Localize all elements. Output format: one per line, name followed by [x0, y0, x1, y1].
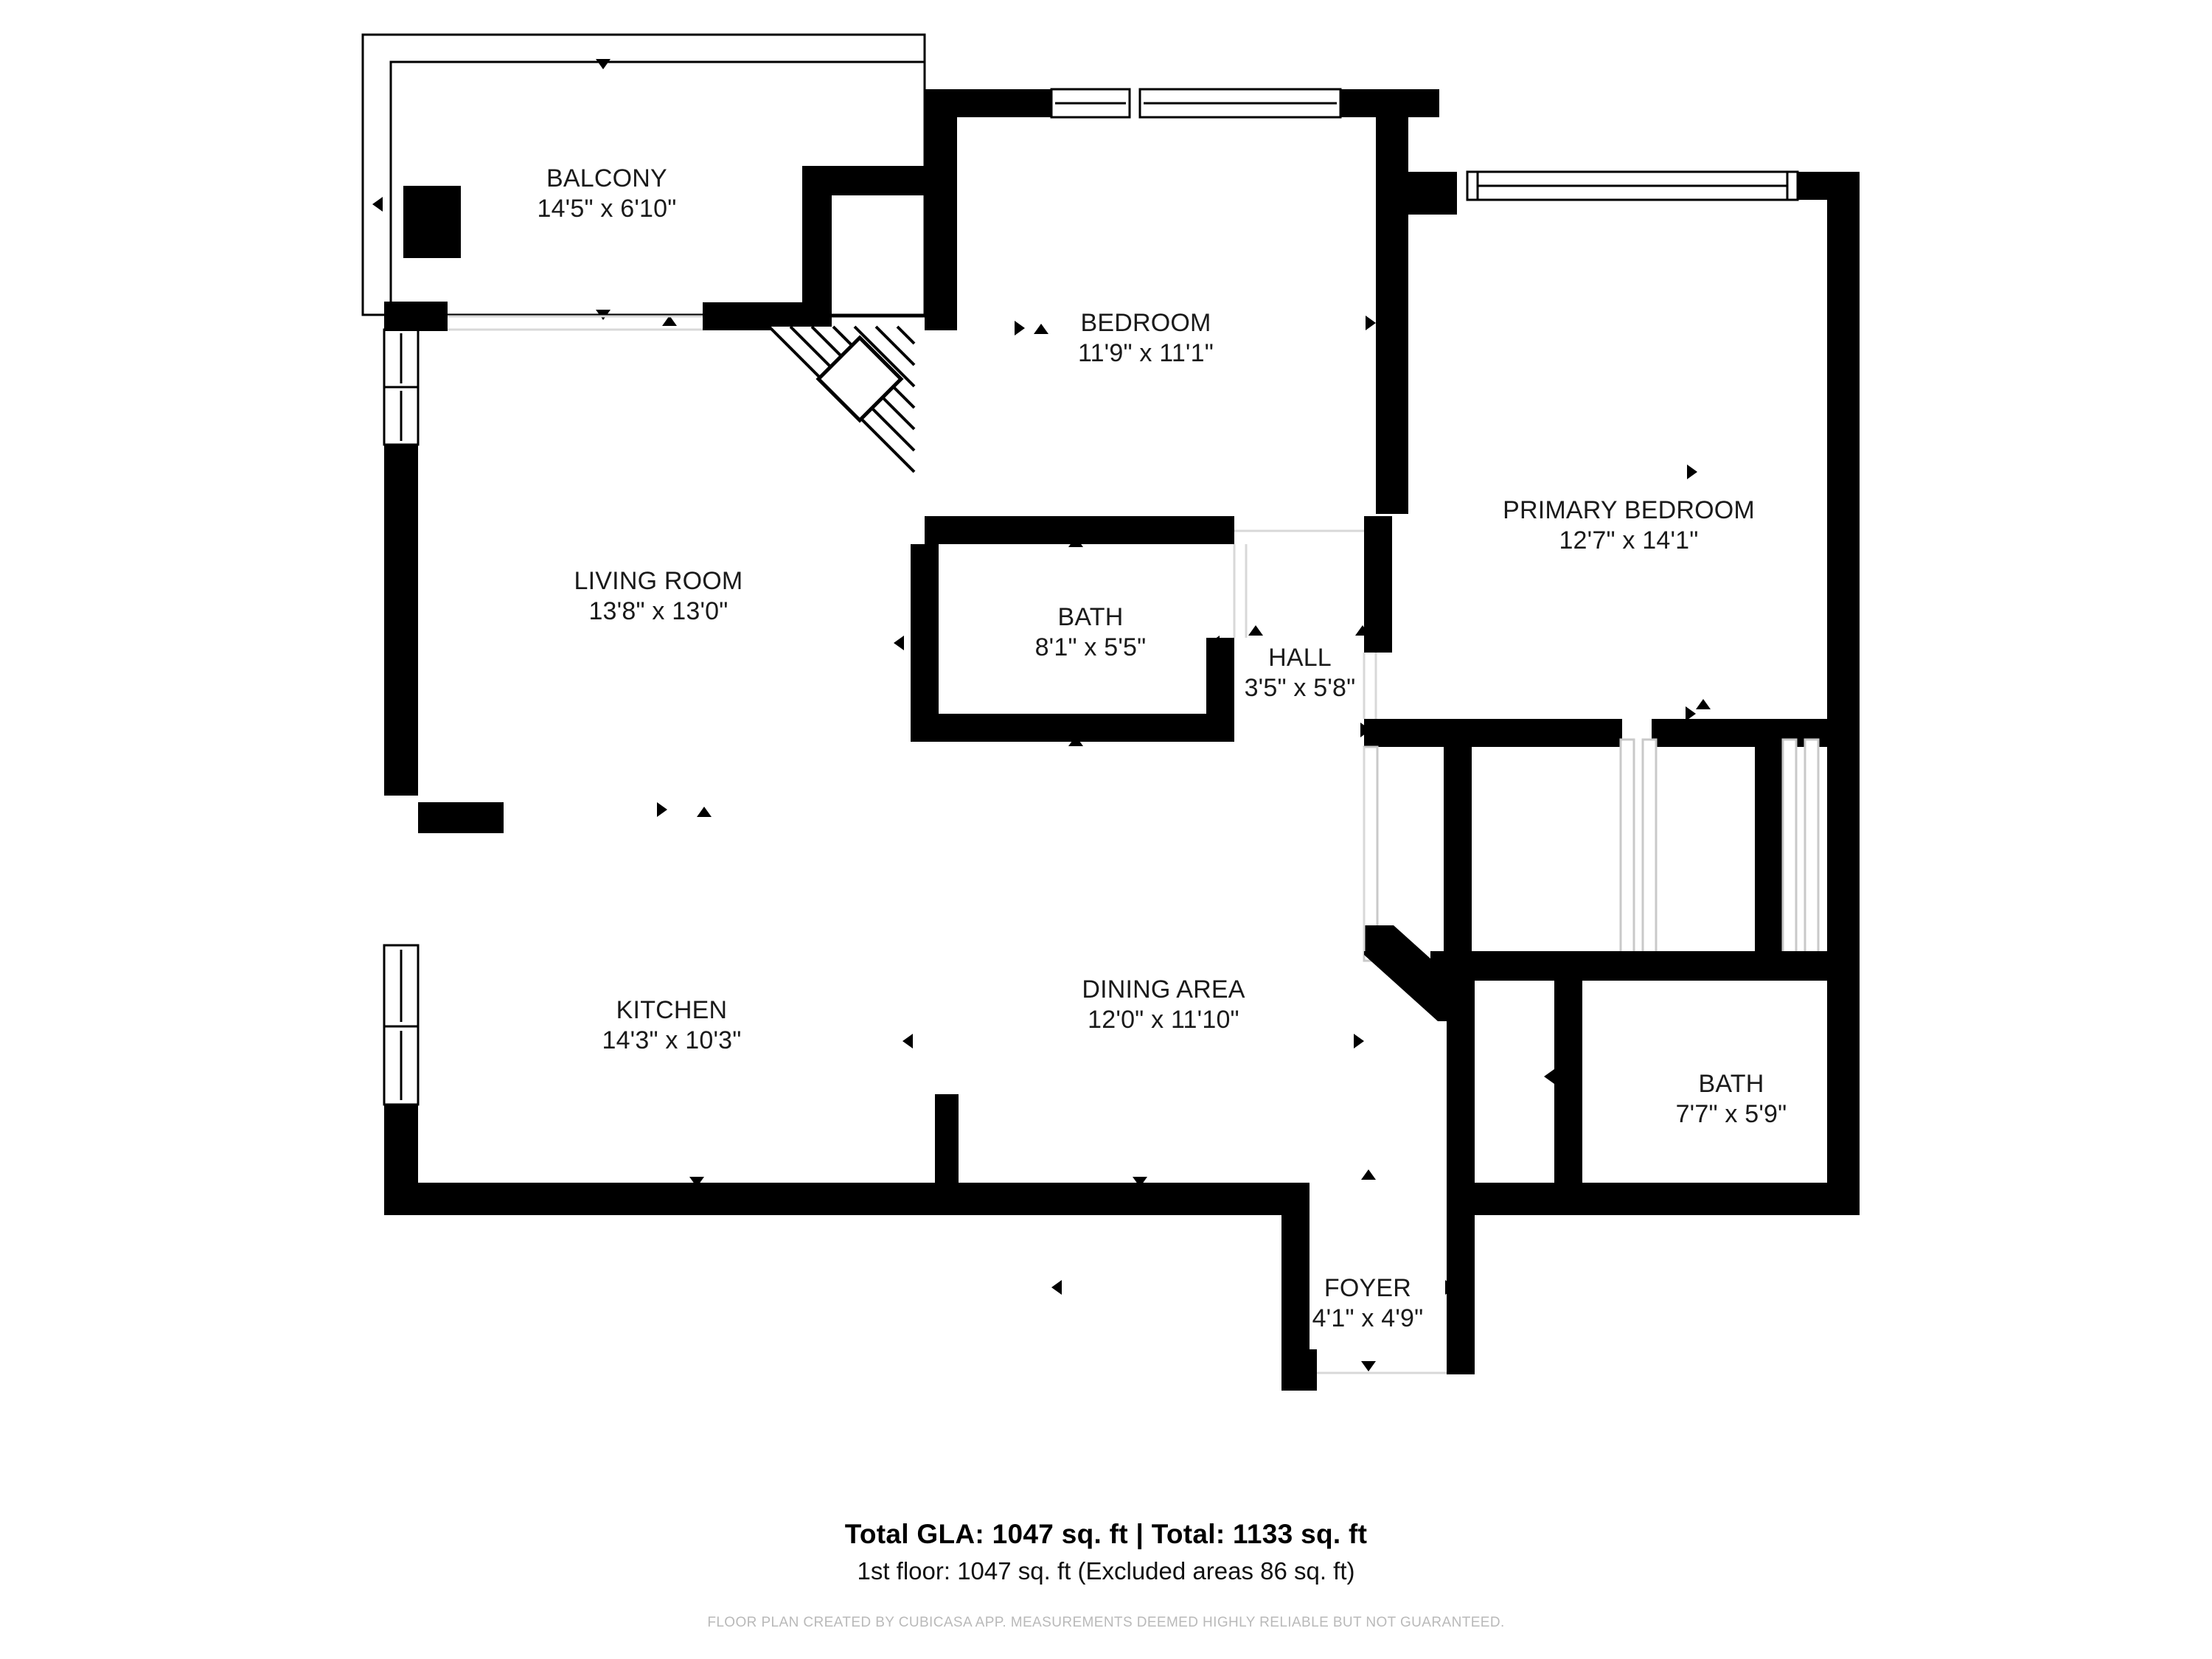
- bath-second-wall-left: [1554, 981, 1582, 1186]
- closet-sliding-doors: [1363, 738, 1820, 965]
- foyer-wall-right: [1447, 981, 1475, 1374]
- room-label-dining-area: DINING AREA 12'0" x 11'10": [1082, 975, 1245, 1036]
- window-primary-bedroom-top: [1466, 170, 1799, 201]
- bedroom-wall-left-jog-vertical: [802, 166, 832, 313]
- corner-fireplace: [768, 325, 916, 476]
- window-bedroom-top: [1050, 88, 1342, 119]
- room-label-bedroom: BEDROOM 11'9" x 11'1": [1078, 308, 1214, 369]
- room-dims-bedroom: 11'9" x 11'1": [1077, 339, 1214, 368]
- room-name-foyer: FOYER: [1324, 1274, 1412, 1302]
- closet-wall-divider: [1444, 719, 1472, 981]
- balcony-access-wall: [703, 302, 832, 330]
- exterior-wall-top-bedroom-right: [1340, 89, 1439, 117]
- room-name-bath-second: BATH: [1698, 1070, 1764, 1098]
- room-dims-bath-second: 7'7" x 5'9": [1675, 1100, 1787, 1129]
- kitchen-partition-stub: [935, 1094, 959, 1186]
- bath-main-wall-bottom: [911, 714, 1234, 742]
- room-dims-dining-area: 12'0" x 11'10": [1088, 1006, 1239, 1034]
- room-dims-bath-main: 8'1" x 5'5": [1034, 633, 1147, 662]
- room-name-bath-main: BATH: [1057, 603, 1124, 631]
- closet-wall-bottom-right: [1755, 951, 1860, 981]
- room-dims-living-room: 13'8" x 13'0": [588, 597, 728, 626]
- balcony-direction-arrows: [372, 59, 677, 326]
- disclaimer-text: FLOOR PLAN CREATED BY CUBICASA APP. MEAS…: [707, 1615, 1505, 1630]
- room-dims-foyer: 4'1" x 4'9": [1312, 1304, 1424, 1333]
- room-name-primary-bedroom: PRIMARY BEDROOM: [1503, 496, 1755, 524]
- closet-wall-top-left: [1364, 719, 1622, 747]
- room-dims-hall: 3'5" x 5'8": [1244, 674, 1356, 703]
- exterior-wall-bottom-left: [384, 1183, 1305, 1215]
- foyer-wall-left: [1281, 1183, 1310, 1374]
- living-room-stub-wall: [418, 802, 504, 833]
- room-label-living-room: LIVING ROOM 13'8" x 13'0": [574, 566, 743, 627]
- bedroom-wall-bottom: [925, 516, 1234, 544]
- exterior-wall-right: [1827, 172, 1860, 1215]
- exterior-wall-left-mid: [384, 445, 418, 796]
- room-label-kitchen: KITCHEN 14'3" x 10'3": [602, 995, 741, 1057]
- area-summary: Total GLA: 1047 sq. ft | Total: 1133 sq.…: [844, 1519, 1368, 1549]
- room-dims-kitchen: 14'3" x 10'3": [602, 1026, 742, 1055]
- foyer-wall-left-bottom-stub: [1281, 1349, 1317, 1391]
- room-label-foyer: FOYER 4'1" x 4'9": [1312, 1273, 1424, 1335]
- bedroom-wall-right-lower: [1376, 204, 1408, 514]
- exterior-wall-top-primary-left: [1376, 172, 1453, 200]
- room-label-bath-second: BATH 7'7" x 5'9": [1676, 1069, 1787, 1130]
- room-name-dining-area: DINING AREA: [1082, 975, 1245, 1004]
- room-name-bedroom: BEDROOM: [1080, 309, 1211, 337]
- exterior-wall-bottom-right: [1447, 1183, 1860, 1215]
- balcony-door-stub: [384, 302, 448, 331]
- room-name-living-room: LIVING ROOM: [574, 567, 743, 595]
- hall-wall-right-upper: [1364, 516, 1392, 653]
- exterior-wall-top-bedroom-left: [925, 89, 1051, 117]
- balcony-column: [403, 186, 461, 258]
- door-swing-arrows: [403, 316, 1841, 1371]
- bath-second-wall-top: [1582, 951, 1758, 981]
- room-label-balcony: BALCONY 14'5" x 6'10": [537, 164, 676, 225]
- area-breakdown: 1st floor: 1047 sq. ft (Excluded areas 8…: [857, 1557, 1355, 1585]
- room-dims-balcony: 14'5" x 6'10": [537, 195, 677, 223]
- room-label-bath-main: BATH 8'1" x 5'5": [1035, 602, 1147, 664]
- room-name-balcony: BALCONY: [546, 164, 667, 192]
- window-left-upper: [383, 328, 420, 446]
- window-left-lower: [383, 944, 420, 1106]
- footer: Total GLA: 1047 sq. ft | Total: 1133 sq.…: [0, 1519, 2212, 1631]
- bedroom-wall-left-lower: [925, 204, 957, 330]
- room-name-hall: HALL: [1268, 644, 1332, 672]
- door-openings: [448, 315, 1377, 951]
- room-dims-primary-bedroom: 12'7" x 14'1": [1559, 526, 1699, 555]
- bath-main-wall-left: [911, 544, 939, 742]
- room-label-hall: HALL 3'5" x 5'8": [1245, 643, 1356, 704]
- hall-wall-diagonal: [1364, 925, 1467, 1021]
- room-name-kitchen: KITCHEN: [616, 996, 728, 1024]
- room-label-primary-bedroom: PRIMARY BEDROOM 12'7" x 14'1": [1503, 495, 1755, 557]
- closet-wall-right-inner: [1755, 719, 1783, 962]
